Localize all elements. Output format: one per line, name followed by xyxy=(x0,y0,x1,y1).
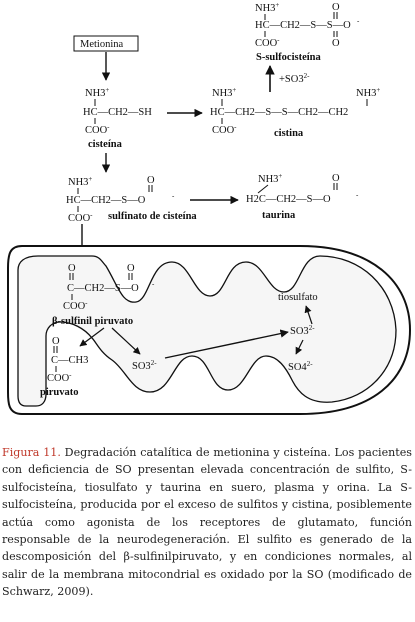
sulfinato-chain: HC—CH2—S—O xyxy=(66,195,146,206)
cystine-chain: HC—CH2—S—S—CH2—CH2 xyxy=(210,107,348,118)
svg-text:-: - xyxy=(356,191,359,199)
sulfinato-name: sulfinato de cisteína xyxy=(108,211,197,222)
svg-text:O: O xyxy=(147,175,155,186)
svg-text:-: - xyxy=(152,280,155,288)
svg-text:COO-: COO- xyxy=(63,299,88,312)
cystine-coo: COO xyxy=(212,125,235,136)
ssulfo-chain: HC—CH2—S—S—O xyxy=(255,20,351,31)
sulfinil-chain: C—CH2—S—O xyxy=(67,283,139,294)
svg-text:O: O xyxy=(127,263,135,274)
taurine-nh3: NH3 xyxy=(258,174,278,185)
ssulfo-coo: COO xyxy=(255,38,278,49)
svg-text:COO-: COO- xyxy=(68,211,93,224)
ssulfo-nh3: NH3 xyxy=(255,3,275,14)
ssulfo-name: S-sulfocisteína xyxy=(256,52,322,63)
caption-body: Degradación catalítica de metionina y ci… xyxy=(2,446,413,599)
cystine-nh3-right: NH3 xyxy=(356,88,376,99)
pyruvate-structure: O C—CH3 COO- piruvato xyxy=(40,336,88,398)
svg-text:O: O xyxy=(52,336,60,347)
svg-text:O: O xyxy=(68,263,76,274)
cystine-nh3-left: NH3 xyxy=(212,88,232,99)
pyruvate-coo: COO xyxy=(47,373,70,384)
svg-text:-: - xyxy=(172,192,175,200)
cys-nh3: NH3 xyxy=(85,88,105,99)
svg-text:NH3+: NH3+ xyxy=(212,86,236,99)
s-sulfocysteine-structure: NH3+ HC—CH2—S—S—O - O O COO- S-sulfocist… xyxy=(255,1,360,63)
cys-coo: COO xyxy=(85,125,108,136)
cystine-name: cistina xyxy=(274,128,304,139)
metionina-box xyxy=(73,35,139,52)
sulfinil-coo: COO xyxy=(63,301,86,312)
cystine-structure: NH3+ NH3+ HC—CH2—S—S—CH2—CH2 COO- cistin… xyxy=(210,86,380,139)
svg-text:NH3+: NH3+ xyxy=(68,175,92,188)
svg-text:COO-: COO- xyxy=(255,36,280,49)
metionina-label: Metionina xyxy=(80,39,123,50)
cysteine-structure: NH3+ HC—CH2—SH COO- cisteína xyxy=(83,86,152,150)
svg-text:NH3+: NH3+ xyxy=(255,1,279,14)
pyruvate-chain: C—CH3 xyxy=(51,355,88,366)
svg-text:O: O xyxy=(332,38,340,49)
sulfinato-nh3: NH3 xyxy=(68,177,88,188)
beta-sulfinylpyruvate-structure: O O C—CH2—S—O - COO- β-sulfinil piruvato xyxy=(52,263,155,327)
so3-left: SO3 xyxy=(132,361,151,372)
svg-text:COO-: COO- xyxy=(85,123,110,136)
svg-text:-: - xyxy=(357,17,360,25)
taurine-chain: H2C—CH2—S—O xyxy=(246,194,331,205)
cys-name: cisteína xyxy=(88,139,123,150)
plus-so3-label: +SO3 xyxy=(279,74,304,85)
taurine-name: taurina xyxy=(262,210,296,221)
so4-label: SO4 xyxy=(288,362,307,373)
tiosulfato-label: tiosulfato xyxy=(278,292,318,303)
cysteine-sulfinate-structure: NH3+ O HC—CH2—S—O - COO- sulfinato de ci… xyxy=(66,175,197,224)
so3-right: SO3 xyxy=(290,326,309,337)
sulfinil-name: β-sulfinil piruvato xyxy=(52,316,133,327)
svg-text:+SO32-: +SO32- xyxy=(279,72,310,85)
mitochondrion xyxy=(7,245,412,415)
svg-text:NH3+: NH3+ xyxy=(85,86,109,99)
taurine-structure: NH3+ O H2C—CH2—S—O - taurina xyxy=(246,172,359,221)
svg-text:SO42-: SO42- xyxy=(288,360,313,373)
svg-text:O: O xyxy=(332,173,340,184)
caption-lead: Figura 11. xyxy=(2,446,61,459)
svg-text:SO32-: SO32- xyxy=(132,359,157,372)
cys-chain: HC—CH2—SH xyxy=(83,107,152,118)
metabolism-diagram: NH3+ HC—CH2—S—S—O - O O COO- S-sulfocist… xyxy=(7,1,412,415)
svg-text:SO32-: SO32- xyxy=(290,324,315,337)
svg-text:NH3+: NH3+ xyxy=(356,86,380,99)
svg-text:COO-: COO- xyxy=(212,123,237,136)
svg-text:NH3+: NH3+ xyxy=(258,172,282,185)
figure-caption: Figura 11. Degradación catalítica de met… xyxy=(2,444,412,601)
svg-text:O: O xyxy=(332,2,340,13)
pyruvate-name: piruvato xyxy=(40,387,79,398)
sulfinato-coo: COO xyxy=(68,213,91,224)
svg-text:COO-: COO- xyxy=(47,371,72,384)
